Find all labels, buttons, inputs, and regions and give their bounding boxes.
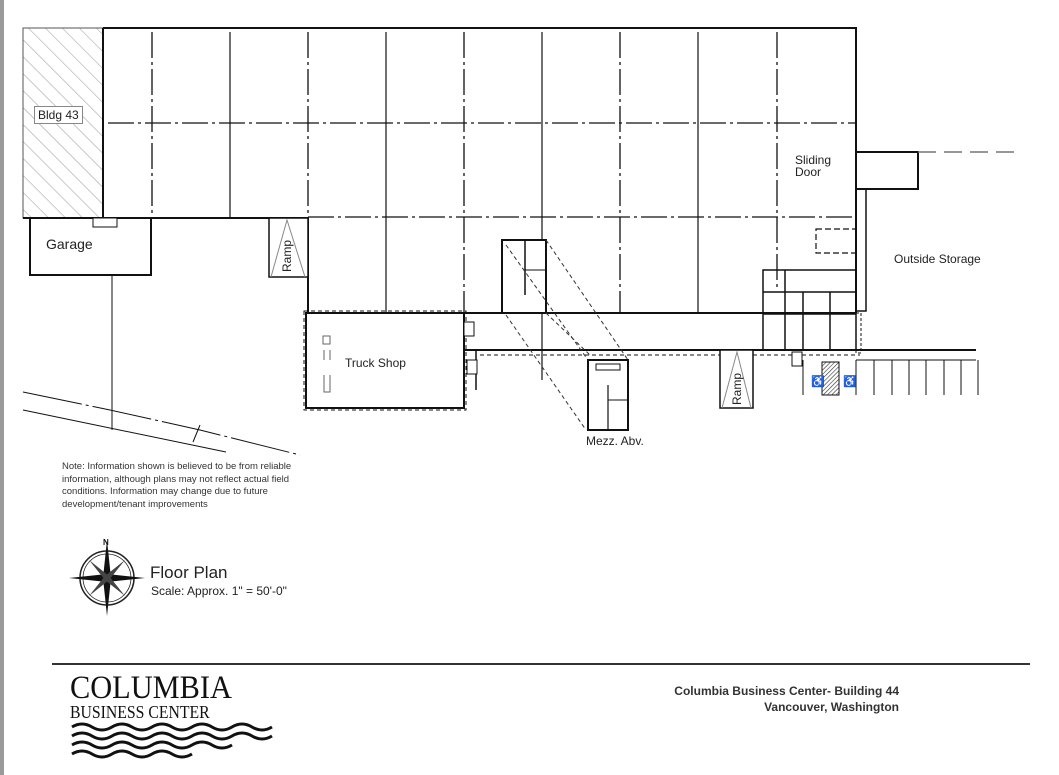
footer-divider [52, 663, 1030, 665]
label-ramp-right: Ramp [730, 372, 744, 405]
label-sliding-door-2: Door [795, 165, 822, 179]
floor-plan-drawing: ♿ ♿ N [22, 27, 1018, 616]
label-garage: Garage [46, 236, 93, 252]
label-sliding-door-1: Sliding [795, 153, 832, 167]
svg-text:♿: ♿ [843, 375, 857, 388]
address-line-2: Vancouver, Washington [764, 700, 899, 714]
label-bldg-43: Bldg 43 [34, 106, 83, 124]
plan-scale: Scale: Approx. 1" = 50'-0" [151, 584, 287, 598]
label-ramp-left: Ramp [280, 239, 294, 272]
label-truck-shop: Truck Shop [345, 356, 406, 370]
svg-text:N: N [103, 538, 109, 547]
svg-text:♿: ♿ [811, 375, 825, 388]
compass-rose-icon: N [69, 538, 145, 616]
address-line-1: Columbia Business Center- Building 44 [674, 684, 899, 698]
logo-business-center: BUSINESS CENTER [70, 702, 210, 722]
plan-title: Floor Plan [150, 563, 228, 582]
logo-waves-icon [71, 722, 273, 759]
logo-columbia: COLUMBIA [70, 670, 232, 706]
label-outside-storage: Outside Storage [894, 252, 981, 266]
label-mezz: Mezz. Abv. [586, 434, 644, 448]
page-left-border [0, 0, 4, 775]
disclaimer-note: Note: Information shown is believed to b… [62, 461, 292, 510]
